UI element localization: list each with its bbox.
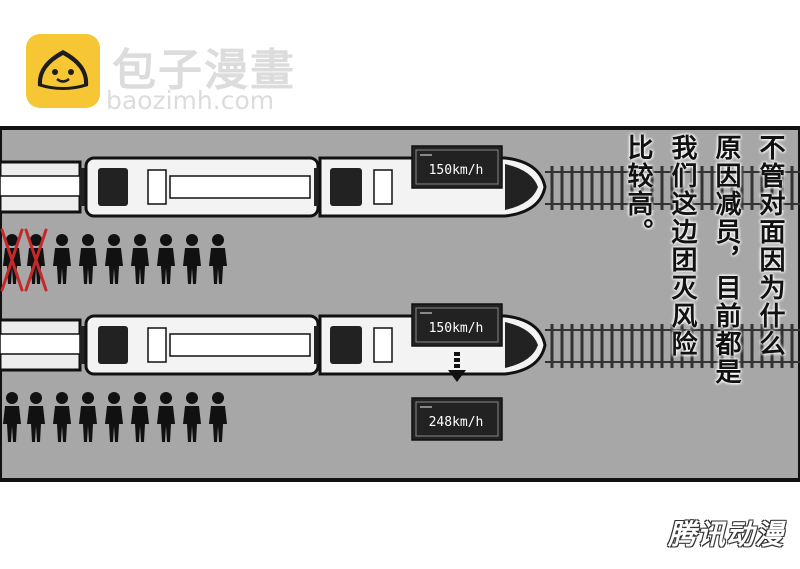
brand-name: 包子漫畫 — [112, 45, 296, 96]
speed-display-top: 150km/h — [411, 145, 503, 189]
speed-bottom-after-label: 248km/h — [429, 415, 484, 430]
speed-top-label: 150km/h — [429, 163, 484, 178]
caption-line-3: 我们这边团灭风险 — [667, 134, 697, 358]
bun-logo-icon — [26, 34, 100, 112]
watermark-label: 腾讯动漫 — [667, 518, 784, 551]
bottom-people-row — [3, 392, 227, 442]
eliminated-cross-icon — [0, 228, 48, 292]
down-arrow-icon — [448, 352, 466, 382]
caption-line-2: 原因减员，目前都是 — [711, 134, 741, 386]
caption-line-4: 比较高。 — [623, 134, 653, 246]
speed-bottom-before-label: 150km/h — [429, 321, 484, 336]
top-track — [545, 166, 800, 210]
brand-url: baozimh.com — [106, 86, 275, 115]
bottom-track — [545, 324, 800, 368]
caption-line-1: 不管对面因为什么 — [755, 134, 785, 358]
speed-display-bottom-before: 150km/h — [411, 303, 503, 347]
speed-display-bottom-after: 248km/h — [411, 397, 503, 441]
